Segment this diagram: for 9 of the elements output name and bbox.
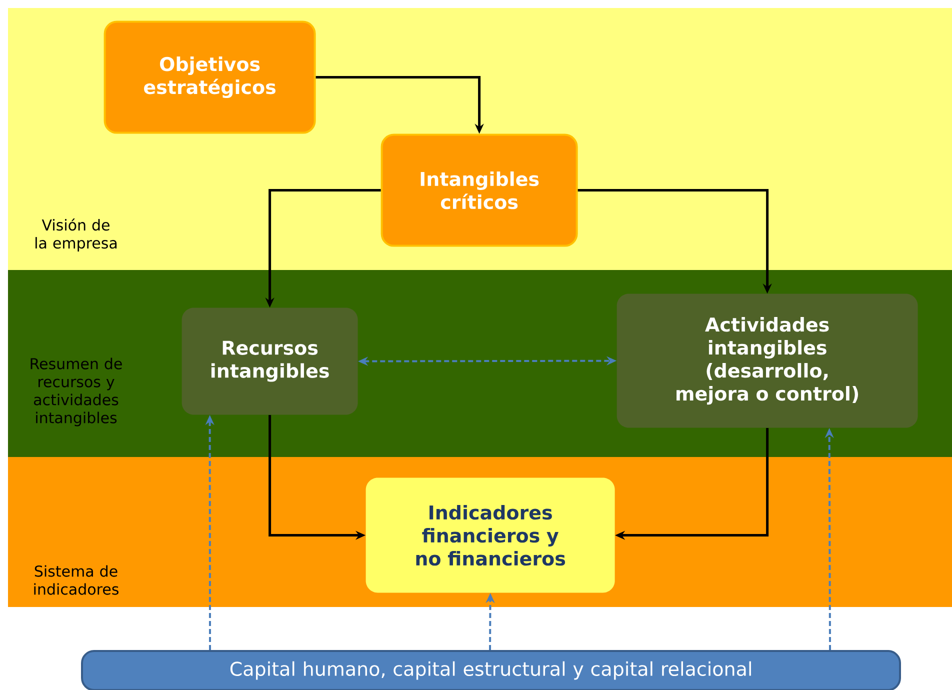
process-box: Objetivos estratégicos [104, 20, 316, 134]
process-box: Intangibles críticos [380, 134, 578, 247]
band-label: Visión de la empresa [36, 218, 117, 252]
base-box: Capital humano, capital estructural y capital relacional [81, 650, 902, 690]
process-box: Actividades intangibles (desarrollo, mejora o control) [616, 294, 918, 428]
band-label: Resumen de recursos y actividades intangibles [30, 358, 122, 426]
band-label: Sistema de indicadores [34, 565, 118, 595]
result-box: Indicadores financieros y no financieros [366, 478, 615, 593]
process-box: Recursos intangibles [182, 308, 358, 415]
